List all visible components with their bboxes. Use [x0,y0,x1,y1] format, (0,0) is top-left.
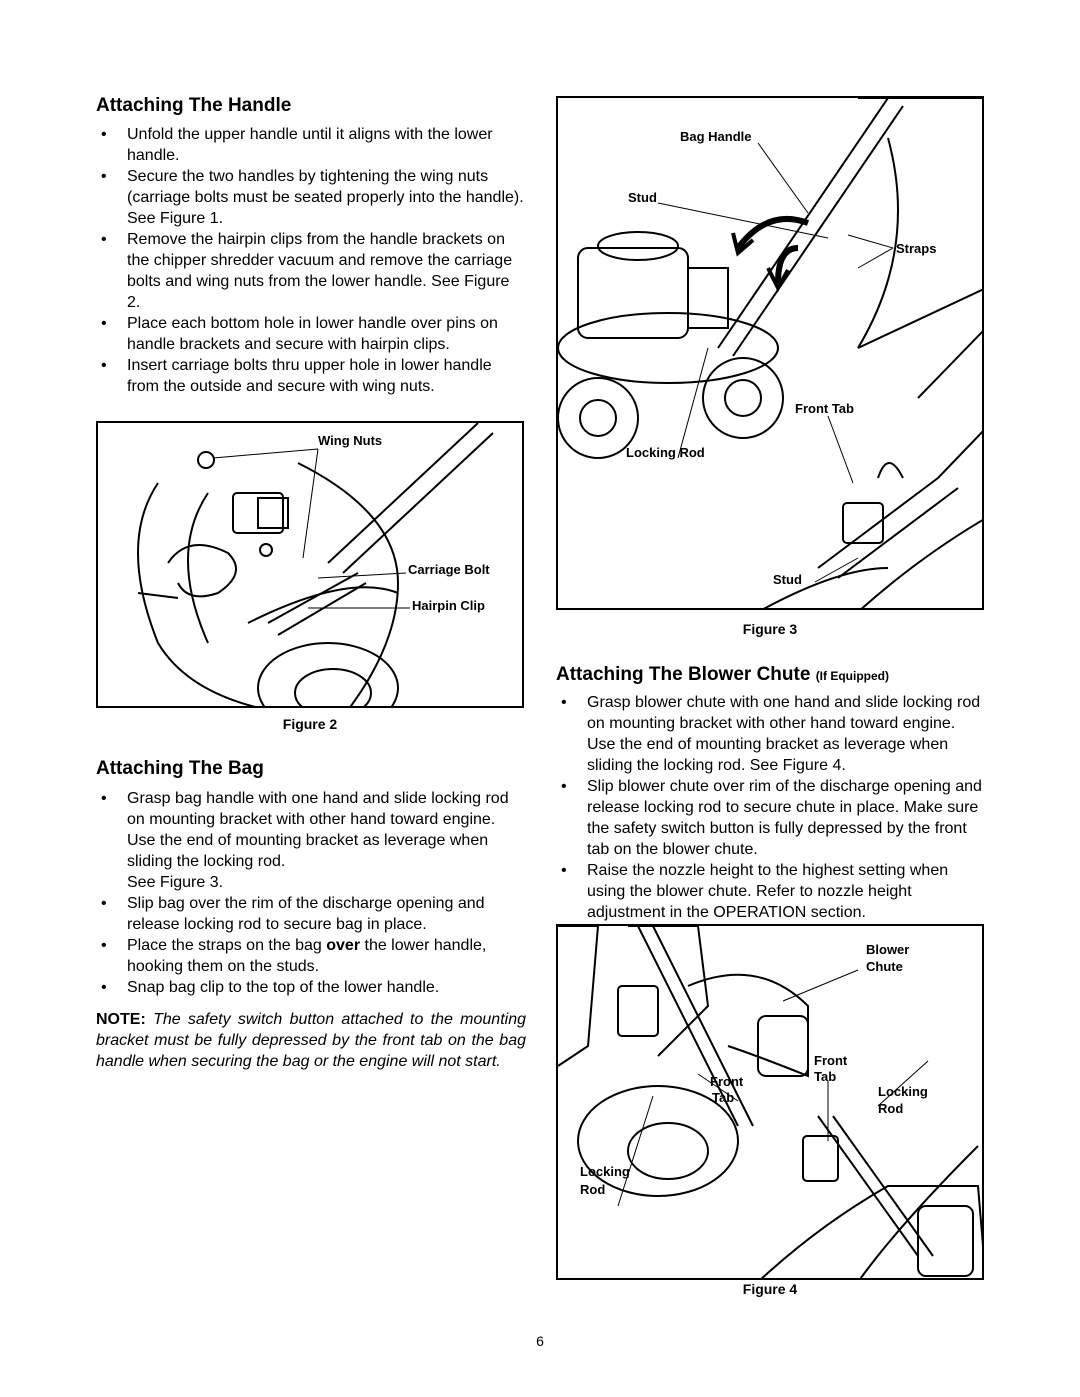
label-stud-top: Stud [628,190,657,205]
see-figure-3-reference: See Figure 3. [127,874,224,891]
lower-handle-bracket-drawing [137,423,494,706]
label-bag-handle: Bag Handle [680,129,752,144]
label-front-tab-right-1: Front [814,1053,848,1068]
label-straps: Straps [896,241,937,256]
label-stud-bottom: Stud [773,572,802,587]
list-item: Snap bag clip to the top of the lower ha… [96,977,526,998]
blower-title-suffix: (If Equipped) [815,669,890,683]
page-number: 6 [536,1333,544,1349]
note-label: NOTE: [96,1011,146,1028]
list-item: Secure the two handles by tightening the… [96,166,526,229]
bag-section: Attaching The Bag Grasp bag handle with … [96,758,526,1072]
list-item-text: Grasp bag handle with one hand and slide… [127,790,509,870]
left-column: Attaching The Handle Unfold the upper ha… [96,95,526,397]
figure-2-caption: Figure 2 [282,716,338,732]
note-text: The safety switch button attached to the… [96,1011,526,1070]
bag-attachment-drawing [558,98,982,608]
label-front-tab-right-2: Tab [814,1069,837,1084]
blower-instructions-list: Grasp blower chute with one hand and sli… [556,692,986,923]
section-title-blower-chute: Attaching The Blower Chute (If Equipped) [556,664,986,687]
section-title-bag: Attaching The Bag [96,758,264,779]
label-locking-rod-left-2: Rod [580,1182,606,1197]
figure-3-illustration: Bag Handle Stud Straps Front Tab Locking… [556,96,984,610]
label-locking-rod: Locking Rod [626,445,705,460]
bag-instructions-list: Grasp bag handle with one hand and slide… [96,788,526,998]
section-title-handle: Attaching The Handle [96,95,292,116]
list-item: Grasp bag handle with one hand and slide… [96,788,526,893]
list-item: Place the straps on the bag over the low… [96,935,526,977]
list-item: Raise the nozzle height to the highest s… [556,860,986,923]
label-carriage-bolt: Carriage Bolt [408,562,490,577]
figure-4-caption: Figure 4 [742,1281,798,1297]
label-blower: Blower [866,942,910,957]
label-hairpin-clip: Hairpin Clip [412,598,485,613]
list-item: Unfold the upper handle until it aligns … [96,124,526,166]
list-item: Place each bottom hole in lower handle o… [96,313,526,355]
list-item: Remove the hairpin clips from the handle… [96,229,526,313]
list-item: Grasp blower chute with one hand and sli… [556,692,986,776]
list-item: Slip blower chute over rim of the discha… [556,776,986,860]
list-item: Slip bag over the rim of the discharge o… [96,893,526,935]
safety-note: NOTE: The safety switch button attached … [96,1009,526,1072]
label-locking-rod-left-1: Locking [580,1164,630,1179]
blower-title-text: Attaching The Blower Chute [556,664,811,685]
blower-chute-drawing [558,926,982,1278]
figure-3-caption: Figure 3 [742,621,798,637]
label-front-tab-left-2: Tab [712,1090,735,1105]
label-front-tab-left-1: Front [710,1074,744,1089]
handle-instructions-list: Unfold the upper handle until it aligns … [96,124,526,397]
figure-4-illustration: Blower Chute Front Tab Front Tab Locking… [556,924,984,1280]
blower-chute-section: Attaching The Blower Chute (If Equipped)… [556,664,986,923]
list-item: Insert carriage bolts thru upper hole in… [96,355,526,397]
label-chute: Chute [866,959,903,974]
label-front-tab: Front Tab [795,401,854,416]
label-locking-rod-right-2: Rod [878,1101,904,1116]
emphasis-over: over [326,937,361,954]
label-locking-rod-right-1: Locking [878,1084,928,1099]
figure-2-illustration: Wing Nuts Carriage Bolt Hairpin Clip [96,421,524,708]
label-wing-nuts: Wing Nuts [318,433,383,448]
